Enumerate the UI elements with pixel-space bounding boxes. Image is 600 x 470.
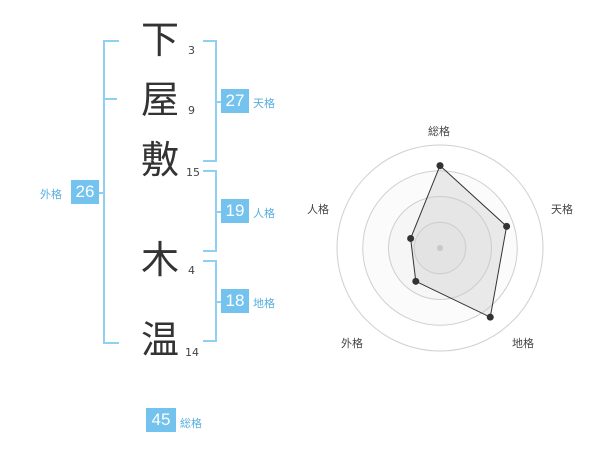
radar-series-polygon bbox=[410, 164, 508, 318]
radar-point-3 bbox=[486, 313, 494, 321]
radar-axis-label-soukaku: 総格 bbox=[428, 125, 450, 138]
tenkaku-connector bbox=[215, 101, 221, 103]
radar-point-2 bbox=[503, 222, 511, 230]
stroke-count-3: 15 bbox=[186, 166, 200, 179]
jinkaku-label: 人格 bbox=[253, 207, 275, 220]
radar-point-4 bbox=[412, 277, 420, 285]
stroke-count-4: 4 bbox=[188, 264, 195, 277]
gaikaku-bracket-tick bbox=[103, 98, 117, 100]
jinkaku-badge: 19 bbox=[221, 199, 249, 223]
gaikaku-label: 外格 bbox=[40, 188, 62, 201]
gaikaku-bracket bbox=[103, 40, 119, 344]
soukaku-label: 総格 bbox=[180, 417, 202, 430]
radar-point-1 bbox=[436, 162, 444, 170]
chikaku-connector bbox=[215, 301, 221, 303]
chikaku-label: 地格 bbox=[253, 297, 275, 310]
jinkaku-connector bbox=[215, 211, 221, 213]
tenkaku-label: 天格 bbox=[253, 97, 275, 110]
radar-axis-label-gaikaku: 外格 bbox=[341, 337, 363, 350]
name-char-3: 敷 bbox=[140, 138, 179, 182]
radar-axis-label-chikaku: 地格 bbox=[512, 337, 534, 350]
name-char-1: 下 bbox=[140, 18, 179, 62]
radar-axis-label-tenkaku: 天格 bbox=[551, 203, 573, 216]
chikaku-badge: 18 bbox=[221, 289, 249, 313]
stroke-count-2: 9 bbox=[188, 104, 195, 117]
stroke-count-5: 14 bbox=[185, 346, 199, 359]
stroke-count-1: 3 bbox=[188, 44, 195, 57]
tenkaku-badge: 27 bbox=[221, 89, 249, 113]
soukaku-badge: 45 bbox=[146, 408, 176, 432]
gaikaku-connector bbox=[97, 192, 103, 194]
radar-center bbox=[437, 245, 443, 251]
radar-point-5 bbox=[407, 234, 415, 242]
name-char-5: 温 bbox=[140, 318, 179, 362]
radar-axis-label-jinkaku: 人格 bbox=[307, 203, 329, 216]
gaikaku-badge: 26 bbox=[71, 180, 99, 204]
name-char-2: 屋 bbox=[140, 78, 179, 122]
name-char-4: 木 bbox=[140, 238, 179, 282]
